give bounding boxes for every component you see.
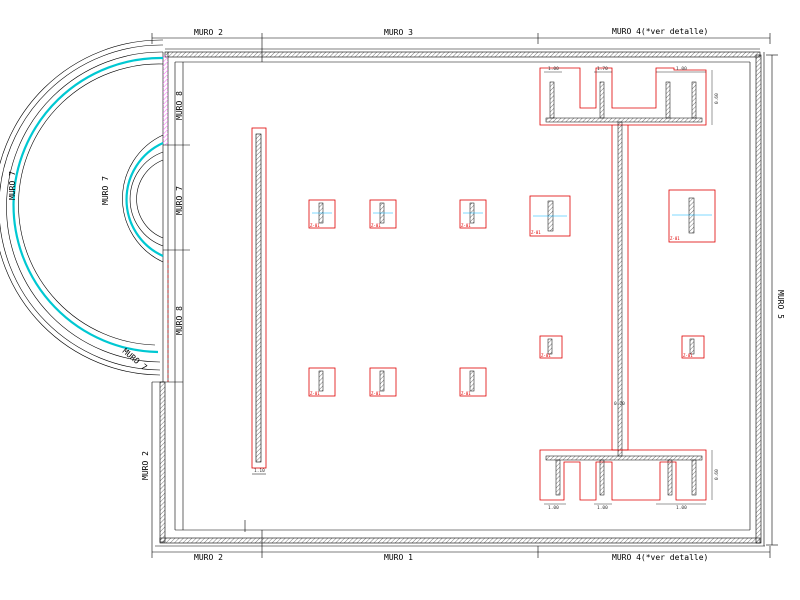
i-beam-structure bbox=[539, 67, 713, 505]
footing-tag: Z-01 bbox=[683, 353, 693, 358]
dim-label: 1.00 bbox=[548, 505, 559, 511]
wall-label-arc-outer: MURO 7 bbox=[8, 171, 17, 200]
dim-label: 1.00 bbox=[676, 66, 687, 72]
wall-label-bottom-left: MURO 2 bbox=[194, 553, 223, 562]
wall-label-top-left: MURO 2 bbox=[194, 28, 223, 37]
footing-tag: Z-01 bbox=[371, 223, 381, 228]
dim-label: 1.00 bbox=[676, 505, 687, 511]
outer-walls bbox=[151, 48, 765, 547]
footing-2 bbox=[369, 199, 397, 229]
dim-label: 1.00 bbox=[597, 505, 608, 511]
wall-label-arc-inner: MURO 7 bbox=[101, 176, 110, 205]
footing-tag: Z-01 bbox=[541, 353, 551, 358]
footing-4 bbox=[529, 195, 571, 237]
footing-tag: Z-01 bbox=[461, 391, 471, 396]
wall-label-bottom-center: MURO 1 bbox=[384, 553, 413, 562]
long-beam bbox=[251, 127, 267, 475]
footing-6 bbox=[308, 367, 336, 397]
footing-tag: Z-01 bbox=[670, 236, 680, 241]
footing-tag: Z-01 bbox=[531, 230, 541, 235]
wall-label-left-lower: MURO 2 bbox=[141, 451, 150, 480]
footing-5 bbox=[668, 189, 716, 243]
footing-9 bbox=[539, 335, 563, 359]
footing-7 bbox=[369, 367, 397, 397]
footing-3 bbox=[459, 199, 487, 229]
footings-row-top bbox=[308, 189, 716, 243]
footings-row-bottom bbox=[308, 335, 705, 397]
wall-label-top-right: MURO 4(*ver detalle) bbox=[612, 27, 708, 36]
wall-labels: MURO 2 MURO 3 MURO 4(*ver detalle) MURO … bbox=[8, 27, 785, 562]
footing-8 bbox=[459, 367, 487, 397]
dim-label: 0.60 bbox=[714, 469, 720, 480]
detail-dimensions: 1.00 1.70 1.00 1.00 1.00 1.00 0.60 0.60 … bbox=[254, 66, 720, 511]
footing-tags: Z-01 Z-01 Z-01 Z-01 Z-01 Z-01 Z-01 Z-01 … bbox=[310, 223, 693, 396]
footing-tag: Z-01 bbox=[310, 391, 320, 396]
wall-label-top-center: MURO 3 bbox=[384, 28, 413, 37]
dim-label: 1.00 bbox=[548, 66, 559, 72]
dim-label: 1.70 bbox=[597, 66, 608, 72]
footing-tag: Z-01 bbox=[371, 391, 381, 396]
footing-tag: Z-01 bbox=[310, 223, 320, 228]
footing-1 bbox=[308, 199, 336, 229]
footing-10 bbox=[681, 335, 705, 359]
dim-label: 0.20 bbox=[614, 401, 625, 407]
wall-label-inner-middle: MURO 7 bbox=[175, 186, 184, 215]
dimension-lines bbox=[151, 33, 778, 558]
dim-label: 1.10 bbox=[254, 468, 265, 474]
semicircle-walls bbox=[0, 39, 164, 376]
wall-label-right: MURO 5 bbox=[776, 290, 785, 319]
wall-label-inner-upper: MURO 8 bbox=[175, 91, 184, 120]
footing-tag: Z-01 bbox=[461, 223, 471, 228]
dim-label: 0.60 bbox=[714, 93, 720, 104]
wall-label-bottom-right: MURO 4(*ver detalle) bbox=[612, 553, 708, 562]
wall-label-inner-lower: MURO 8 bbox=[175, 306, 184, 335]
